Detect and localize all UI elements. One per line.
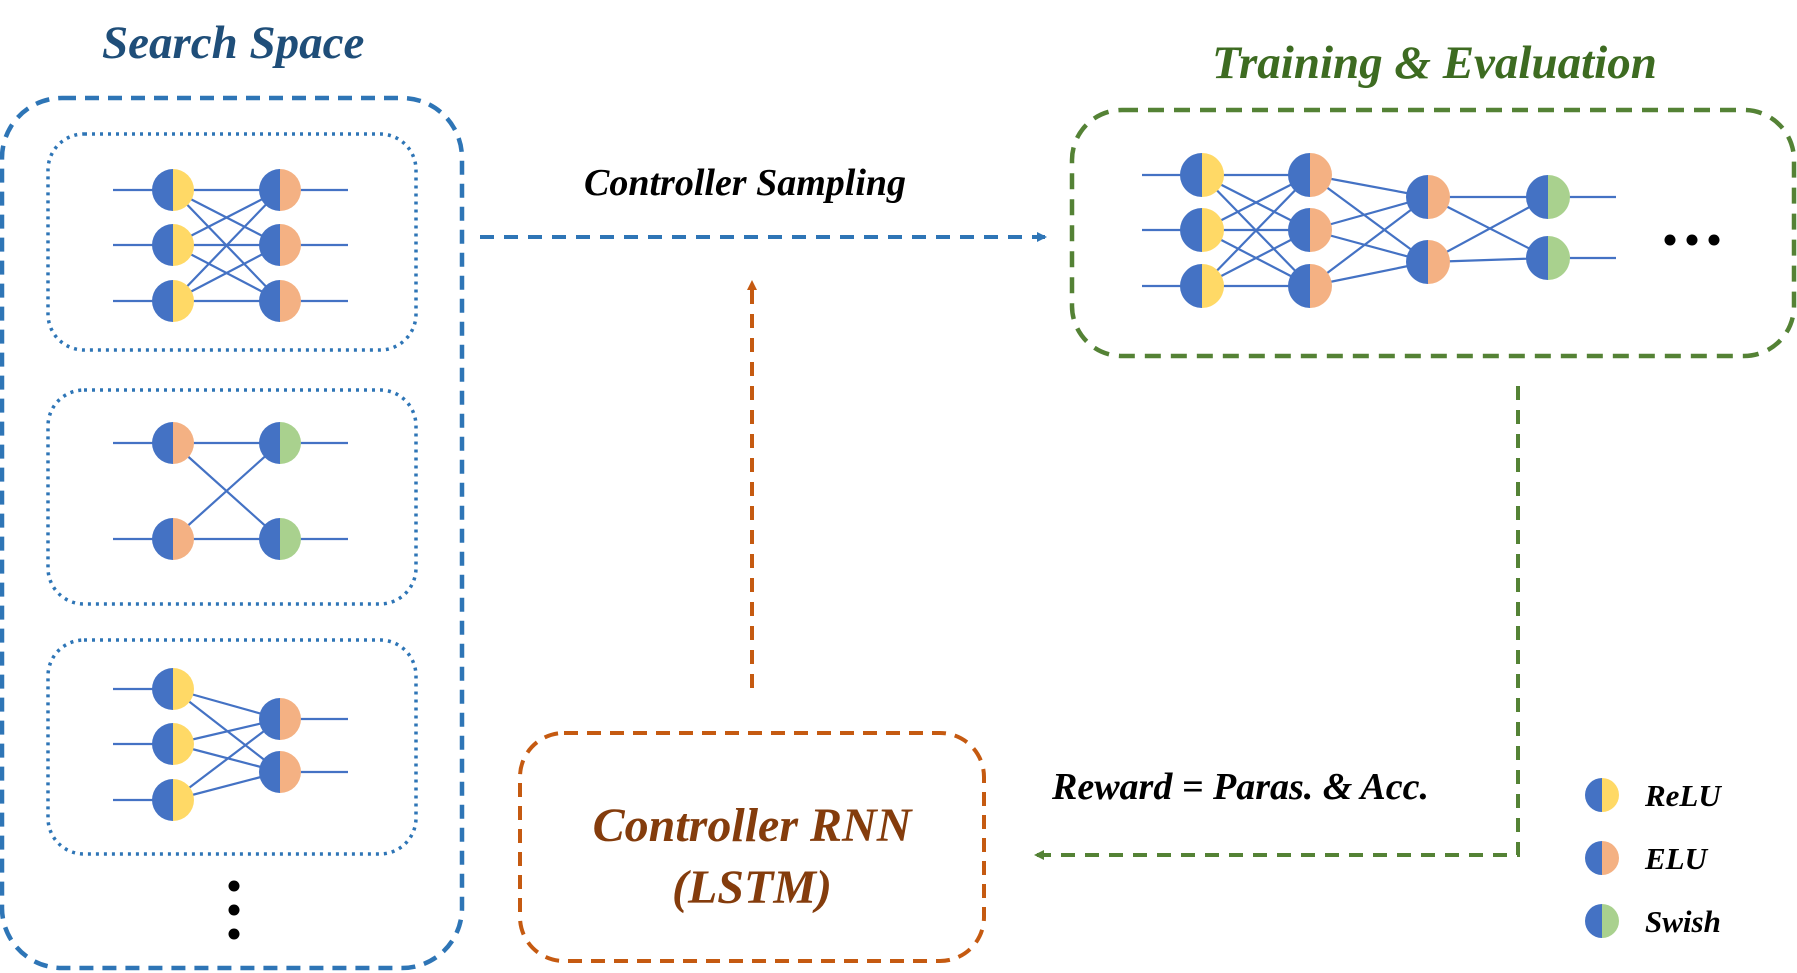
training-network-node-swish: [1526, 236, 1570, 280]
training-network-node-elu: [1288, 264, 1332, 308]
candidate-3-node-relu: [152, 723, 194, 765]
training-network-connection: [1427, 196, 1549, 259]
training-network-node-elu: [1288, 208, 1332, 252]
candidate-3-node-elu: [259, 698, 301, 740]
candidate-3-connection: [172, 718, 281, 801]
training-evaluation-container: [1069, 107, 1797, 359]
search-space-container: [0, 95, 465, 971]
search-space-title: Search Space: [102, 17, 365, 69]
candidate-1-node-elu: [259, 224, 301, 266]
candidate-3-node-relu: [152, 779, 194, 821]
legend-swatch-swish: [1585, 904, 1619, 938]
candidate-1-node-elu: [259, 280, 301, 322]
controller-rnn-box: [518, 731, 986, 963]
candidate-network-2-box: [46, 388, 418, 606]
candidate-3-node-relu: [152, 668, 194, 710]
legend-label-swish: Swish: [1645, 904, 1721, 939]
search-space-ellipsis: [228, 880, 240, 940]
training-network-node-elu: [1288, 153, 1332, 197]
reward-label: Reward = Paras. & Acc.: [1052, 766, 1430, 808]
neural-network-drawings: [113, 153, 1616, 821]
training-evaluation-title: Training & Evaluation: [1212, 37, 1657, 89]
candidate-1-connection: [172, 189, 281, 302]
training-network-node-elu: [1406, 175, 1450, 219]
candidate-2-node-swish: [259, 518, 301, 560]
candidate-2-connection: [172, 442, 281, 540]
reward-feedback-arrow: [1034, 386, 1520, 860]
training-network-node-relu: [1180, 264, 1224, 308]
controller-rnn-label: Controller RNN (LSTM): [520, 795, 984, 919]
training-network-node-relu: [1180, 208, 1224, 252]
candidate-1-node-elu: [259, 169, 301, 211]
training-network-connection: [1309, 196, 1429, 287]
candidate-network-1-box: [46, 132, 418, 352]
training-network-node-elu: [1406, 240, 1450, 284]
training-network-node-relu: [1180, 153, 1224, 197]
training-network-connection: [1427, 196, 1549, 263]
legend-swatch-elu: [1585, 841, 1619, 875]
candidate-2-node-elu: [152, 422, 194, 464]
candidate-network-3-box: [46, 638, 418, 856]
legend-label-elu: ELU: [1645, 841, 1707, 876]
candidate-2-node-elu: [152, 518, 194, 560]
training-network-connection: [1309, 174, 1429, 263]
controller-sampling-label: Controller Sampling: [584, 162, 907, 204]
legend-swatch-relu: [1585, 778, 1619, 812]
legend-label-relu: ReLU: [1645, 778, 1721, 813]
training-network-connection: [1201, 174, 1311, 287]
legend-swatches: [1585, 778, 1619, 938]
candidate-2-node-swish: [259, 422, 301, 464]
training-ellipsis: [1664, 234, 1720, 246]
candidate-1-node-relu: [152, 224, 194, 266]
training-network-node-swish: [1526, 175, 1570, 219]
candidate-1-node-relu: [152, 169, 194, 211]
candidate-3-node-elu: [259, 751, 301, 793]
candidate-1-node-relu: [152, 280, 194, 322]
controller-rnn-subtitle: (LSTM): [672, 861, 832, 914]
controller-rnn-title: Controller RNN: [592, 799, 912, 852]
